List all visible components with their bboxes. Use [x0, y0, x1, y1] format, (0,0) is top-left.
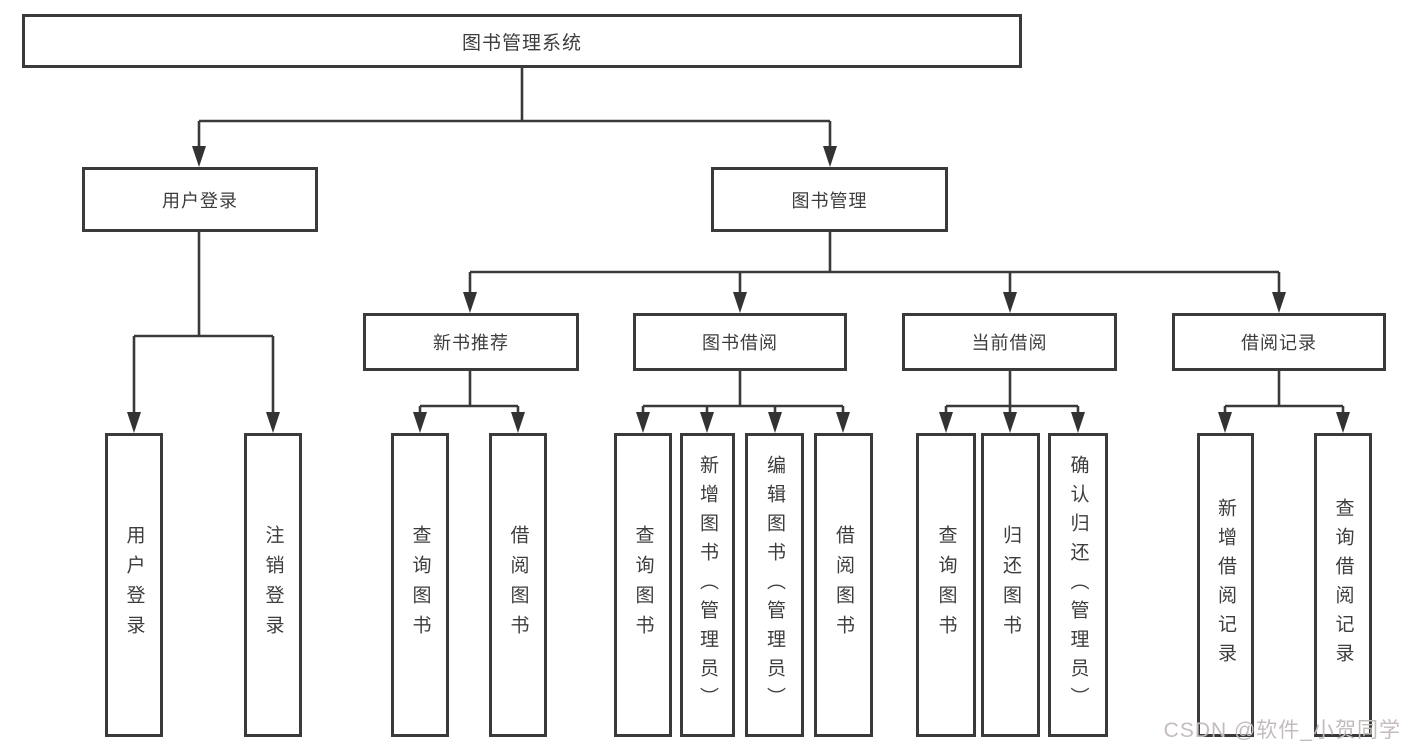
leaf-confirm-return-admin: 确认归还（管理员）	[1048, 433, 1108, 737]
leaf-add-borrow-record: 新增借阅记录	[1197, 433, 1254, 737]
leaf-label: 归还图书	[1000, 525, 1021, 645]
leaf-return-book: 归还图书	[981, 433, 1040, 737]
node-label: 用户登录	[162, 190, 238, 211]
node-current-borrow: 当前借阅	[902, 313, 1117, 371]
leaf-label: 确认归还（管理员）	[1067, 454, 1089, 716]
leaf-label: 查询图书	[632, 525, 654, 645]
node-borrow-records: 借阅记录	[1172, 313, 1386, 371]
leaf-query-book-borrow: 查询图书	[614, 433, 672, 737]
node-label: 图书借阅	[702, 333, 778, 353]
leaf-label: 新增图书（管理员）	[697, 454, 718, 716]
leaf-logout-login: 注销登录	[244, 433, 302, 737]
arrowheads	[127, 146, 1350, 433]
leaf-label: 新增借阅记录	[1215, 498, 1236, 672]
node-label: 图书管理系统	[461, 32, 582, 54]
leaf-label: 查询图书	[935, 525, 957, 645]
leaf-query-borrow-record: 查询借阅记录	[1314, 433, 1372, 737]
leaf-edit-book-admin: 编辑图书（管理员）	[745, 433, 804, 737]
csdn-watermark: CSDN @软件_小贺同学	[1163, 719, 1401, 742]
leaf-add-book-admin: 新增图书（管理员）	[680, 433, 735, 737]
leaf-label: 查询借阅记录	[1332, 498, 1354, 672]
leaf-label: 借阅图书	[833, 525, 854, 645]
node-label: 当前借阅	[971, 333, 1048, 353]
node-library-management-system: 图书管理系统	[22, 14, 1022, 68]
node-book-borrow: 图书借阅	[633, 313, 847, 371]
leaf-label: 查询图书	[409, 525, 431, 645]
leaf-label: 注销登录	[262, 525, 284, 645]
leaf-label: 编辑图书（管理员）	[764, 454, 785, 716]
node-book-management: 图书管理	[711, 167, 948, 232]
leaf-user-login: 用户登录	[105, 433, 163, 737]
leaf-query-book-current: 查询图书	[916, 433, 976, 737]
node-new-book-recommend: 新书推荐	[363, 313, 579, 371]
node-label: 新书推荐	[433, 333, 509, 353]
leaf-borrow-book: 借阅图书	[814, 433, 873, 737]
node-user-login: 用户登录	[82, 167, 318, 232]
leaf-label: 借阅图书	[507, 525, 529, 645]
node-label: 图书管理	[791, 190, 868, 211]
leaf-query-book-recommend: 查询图书	[391, 433, 449, 737]
leaf-label: 用户登录	[123, 525, 145, 645]
leaf-borrow-book-recommend: 借阅图书	[489, 433, 547, 737]
node-label: 借阅记录	[1241, 333, 1317, 353]
